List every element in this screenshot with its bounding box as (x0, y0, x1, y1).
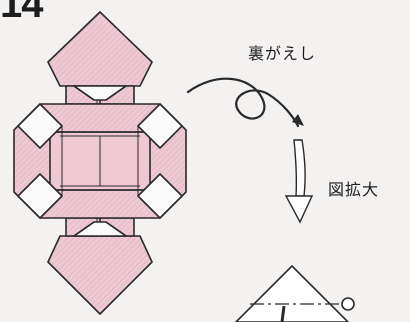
corner-square-top-right (137, 103, 183, 149)
enlarge-label: 図拡大 (328, 180, 380, 199)
step-number: 14 (0, 0, 43, 26)
bottom-point-flap (47, 235, 153, 315)
top-point-flap (47, 11, 153, 87)
corner-square-bottom-right (137, 173, 183, 219)
flip-over-label: 裏がえし (248, 44, 317, 63)
corner-square-top-left (17, 103, 63, 149)
enlarged-figure-preview (234, 264, 355, 322)
enlarge-arrow (284, 139, 314, 224)
flip-over-arrow (186, 77, 304, 128)
corner-square-bottom-left (17, 173, 63, 219)
folded-model (13, 11, 187, 315)
